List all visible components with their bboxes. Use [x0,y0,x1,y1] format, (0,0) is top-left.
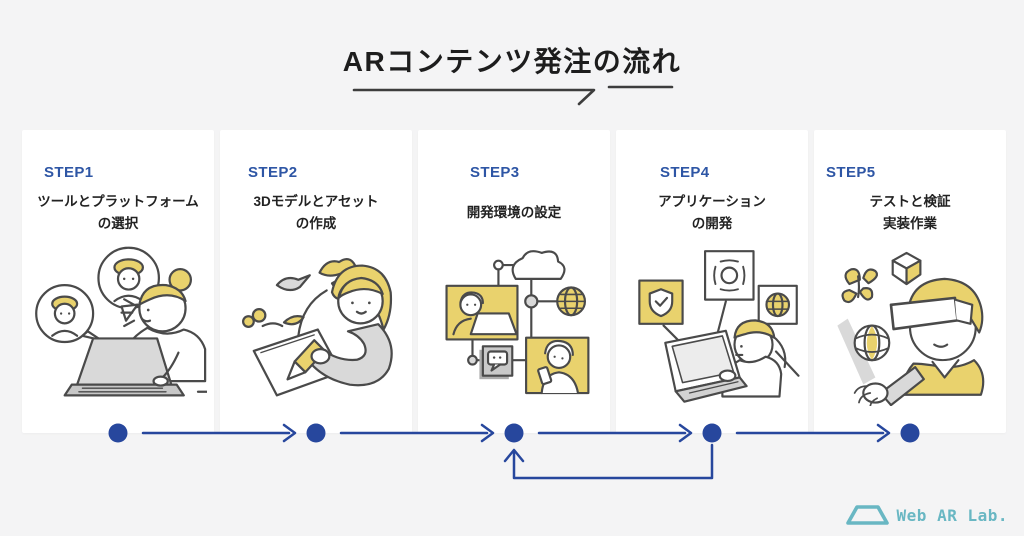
step-card-3: STEP3 開発環境の設定 [418,130,610,433]
flow-loopback-arrow [503,443,714,480]
step-card-1: STEP1 ツールとプラットフォーム の選択 [22,130,214,433]
flow-dot-step5 [900,423,920,443]
flow-timeline [108,423,920,480]
step5-illustration [821,244,999,408]
sketching-assets-icon [242,258,393,397]
step4-title: アプリケーション の開発 [658,193,766,231]
connected-devices-flowchart-icon [445,250,590,395]
flow-forward-arrows [141,423,891,443]
step1-illustration [29,244,207,408]
vr-headset-testing-icon [837,251,985,406]
step5-title: テストと検証 実装作業 [869,193,951,231]
step3-title: 開発環境の設定 [466,204,562,220]
flow-dot-step2 [306,423,326,443]
step4-label: STEP4 [660,164,710,181]
step4-illustration [623,244,801,408]
step5-label: STEP5 [826,164,876,181]
step3-illustration [425,244,603,408]
step1-label: STEP1 [44,164,94,181]
developer-laptop-badges-icon [638,250,800,403]
step2-label: STEP2 [248,164,298,181]
video-call-laptop-icon [35,246,207,397]
flow-dot-step1 [108,423,128,443]
page-title: ARコンテンツ発注の流れ [342,46,682,77]
step-card-2: STEP2 3Dモデルとアセット の作成 [220,130,412,433]
step-card-4: STEP4 アプリケーション の開発 [616,130,808,433]
flow-dot-step3 [504,423,524,443]
brand-logo: Web AR Lab. [845,504,1008,526]
step1-title: ツールとプラットフォーム の選択 [37,193,199,231]
flow-dots [108,423,920,443]
step3-label: STEP3 [470,164,520,181]
step2-illustration [227,244,405,408]
flow-dot-step4 [702,423,722,443]
step2-title: 3Dモデルとアセット の作成 [253,193,379,231]
title-underline-decoration [352,85,674,106]
brand-logo-text: Web AR Lab. [896,505,1008,525]
step-card-5: STEP5 テストと検証 実装作業 [814,130,1006,433]
ar-glasses-trapezoid-icon [845,505,889,525]
